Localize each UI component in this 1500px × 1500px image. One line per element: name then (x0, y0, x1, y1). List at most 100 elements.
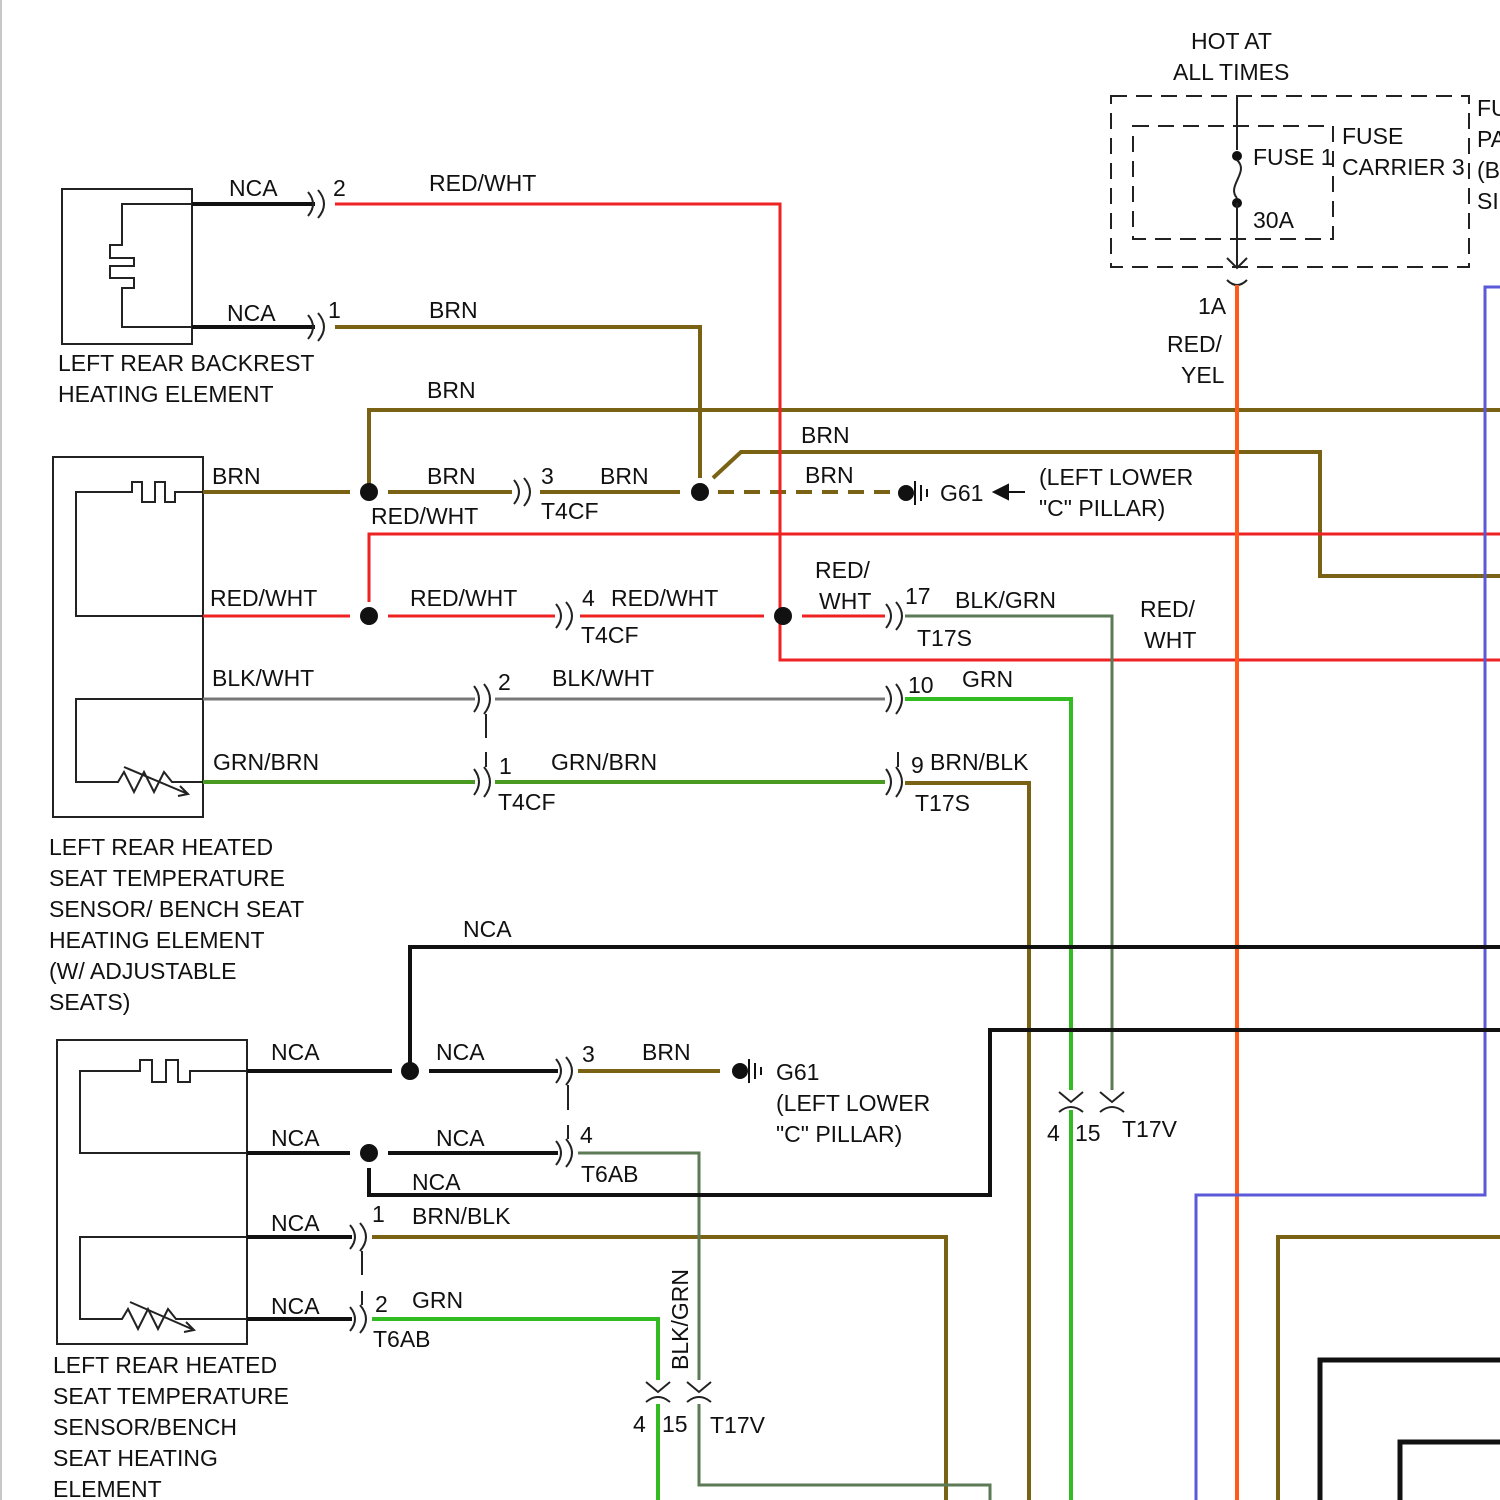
label-g61-top-loc-1: (LEFT LOWER (1039, 464, 1193, 490)
splice-redwht-right (774, 607, 792, 625)
wire-s2-nca-b-under (369, 1030, 1500, 1195)
text-labels: HOT AT ALL TIMES FUSE CARRIER 3 FUSE 1 3… (49, 28, 1500, 1500)
label-t4cf-4: T4CF (581, 622, 639, 648)
conn-t17s-9 (886, 752, 902, 797)
wire-blk-grn-t6ab (578, 1153, 990, 1500)
label-t4cf-brn-after3: BRN (600, 463, 649, 489)
label-t4cf-1: T4CF (498, 789, 556, 815)
label-blk-grn: BLK/GRN (955, 587, 1056, 613)
blue-wires (1196, 287, 1500, 1500)
label-red-wht-split-2: WHT (819, 588, 871, 614)
label-grnbrn-mid: GRN/BRN (551, 749, 657, 775)
splice-brn (360, 483, 378, 501)
label-t6ab-pin-4: 4 (580, 1122, 593, 1148)
label-t6ab-brn: BRN (642, 1039, 691, 1065)
label-panel-1: FU (1477, 95, 1500, 121)
label-sensor-blkwht: BLK/WHT (212, 665, 314, 691)
label-backrest-pin-2: 2 (333, 175, 346, 201)
label-sensor1-3: SENSOR/ BENCH SEAT (49, 896, 304, 922)
wire-nca-top-bus (410, 947, 1500, 1071)
wire-brn-bottom-right (1278, 1237, 1500, 1500)
label-term-1a: 1A (1198, 293, 1227, 319)
label-t6ab-4: T6AB (581, 1161, 639, 1187)
label-t17s-pin-17: 17 (905, 583, 931, 609)
label-sensor-grnbrn: GRN/BRN (213, 749, 319, 775)
label-t17v-b-4: 4 (633, 1411, 646, 1437)
label-t6ab-pin-3: 3 (582, 1041, 595, 1067)
label-s2-nca-a: NCA (271, 1039, 320, 1065)
label-panel-2: PA (1477, 126, 1500, 152)
label-t17v-r: T17V (1122, 1116, 1178, 1142)
label-backrest-redwht: RED/WHT (429, 170, 536, 196)
conn-t6ab-2 (350, 1291, 366, 1333)
wire-backrest-brn (335, 327, 700, 478)
fuse-panel (1111, 96, 1469, 285)
label-hot-1: HOT AT (1191, 28, 1272, 54)
label-t17s-pin-10: 10 (908, 672, 934, 698)
label-t4cf-redwht-after4: RED/WHT (611, 585, 718, 611)
label-sensor2-4: SEAT HEATING (53, 1445, 218, 1471)
label-sensor1-1: LEFT REAR HEATED (49, 834, 273, 860)
ground-pointer-arrow (994, 485, 1008, 499)
heating-element-symbol (110, 204, 192, 327)
label-fuse-carrier-2: CARRIER 3 (1342, 154, 1465, 180)
label-fuse-amp: 30A (1253, 207, 1295, 233)
wire-blue-right (1196, 287, 1500, 1500)
label-t17v-b-15: 15 (662, 1411, 688, 1437)
label-t6ab-2: T6AB (373, 1326, 431, 1352)
sensor-1-heater-symbol (76, 482, 203, 616)
label-red-wht-right-1: RED/ (1140, 596, 1196, 622)
label-g61-top-loc-2: "C" PILLAR) (1039, 495, 1165, 521)
black-wires (192, 204, 1500, 1500)
label-t6ab-pin-1: 1 (372, 1201, 385, 1227)
label-sensor-redwht: RED/WHT (210, 585, 317, 611)
label-backrest-2: HEATING ELEMENT (58, 381, 274, 407)
sensor-1-thermistor-loop (76, 699, 203, 792)
label-hot-2: ALL TIMES (1173, 59, 1289, 85)
label-brn-right-top: BRN (801, 422, 850, 448)
label-g61-top: G61 (940, 480, 983, 506)
label-sensor2-2: SEAT TEMPERATURE (53, 1383, 289, 1409)
conn-t17s-10 (886, 684, 902, 714)
label-sensor1-2: SEAT TEMPERATURE (49, 865, 285, 891)
conn-t17v-b-4 (646, 1382, 670, 1402)
label-blk-grn-vertical: BLK/GRN (667, 1269, 693, 1370)
conn-t4cf-3 (514, 478, 530, 506)
label-redwht-mid: RED/WHT (410, 585, 517, 611)
label-backrest-brn: BRN (429, 297, 478, 323)
conn-t17v-r-4 (1059, 1092, 1083, 1112)
label-sensor1-4: HEATING ELEMENT (49, 927, 265, 953)
fuse-carrier-outline (1133, 126, 1333, 239)
label-blkwht-mid: BLK/WHT (552, 665, 654, 691)
sensor-2-thermistor-loop (80, 1237, 247, 1329)
fuse-panel-outline (1111, 96, 1469, 267)
label-t4cf-pin-1: 1 (499, 753, 512, 779)
wire-black-nested-1 (1320, 1360, 1500, 1500)
label-t17s-pin-9: 9 (911, 752, 924, 778)
label-red-yel-2: YEL (1181, 362, 1225, 388)
conn-t6ab-4 (556, 1125, 572, 1167)
label-t17v-r-4: 4 (1047, 1120, 1060, 1146)
label-s2-nca-b-mid: NCA (436, 1125, 485, 1151)
label-g61-bot: G61 (776, 1059, 819, 1085)
label-backrest-nca-top: NCA (229, 175, 278, 201)
fuse-1-symbol (1234, 160, 1241, 198)
label-sensor-brn: BRN (212, 463, 261, 489)
label-red-wht-split-1: RED/ (815, 557, 871, 583)
label-t4cf-pin-4: 4 (582, 585, 595, 611)
conn-t17s-17 (886, 602, 902, 630)
label-s2-nca-b-under: NCA (412, 1169, 461, 1195)
label-backrest-pin-1: 1 (328, 297, 341, 323)
label-redwht-under: RED/WHT (371, 503, 478, 529)
conn-t17v-b-15 (687, 1382, 711, 1402)
label-fuse-1: FUSE 1 (1253, 144, 1334, 170)
conn-t4cf-4 (556, 602, 572, 630)
label-red-yel-1: RED/ (1167, 331, 1223, 357)
wire-redwht-bus (369, 534, 1500, 602)
label-t17v-b: T17V (710, 1412, 766, 1438)
label-sensor2-5: ELEMENT (53, 1476, 162, 1500)
label-sensor2-3: SENSOR/BENCH (53, 1414, 237, 1440)
label-brn-mid: BRN (427, 463, 476, 489)
wire-black-nested-2 (1400, 1442, 1500, 1500)
